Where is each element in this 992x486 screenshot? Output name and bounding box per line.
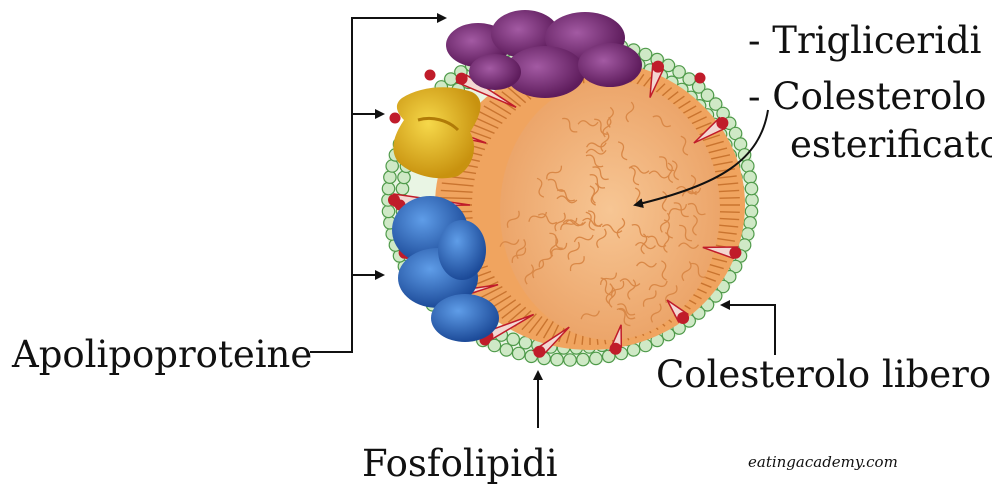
label-fosfolipidi: Fosfolipidi xyxy=(362,445,558,482)
label-esterificato: esterificato xyxy=(790,126,992,163)
apolipoprotein-yellow xyxy=(393,87,480,178)
label-trigliceridi: - Trigliceridi xyxy=(748,22,981,59)
colesterolo-libero-arrow xyxy=(722,305,775,355)
label-apolipoproteine: Apolipoproteine xyxy=(12,336,312,373)
label-colesterolo: - Colesterolo xyxy=(748,78,986,115)
credit-text: eatingacademy.com xyxy=(748,455,898,470)
label-colesterolo-libero: Colesterolo libero xyxy=(656,356,991,393)
